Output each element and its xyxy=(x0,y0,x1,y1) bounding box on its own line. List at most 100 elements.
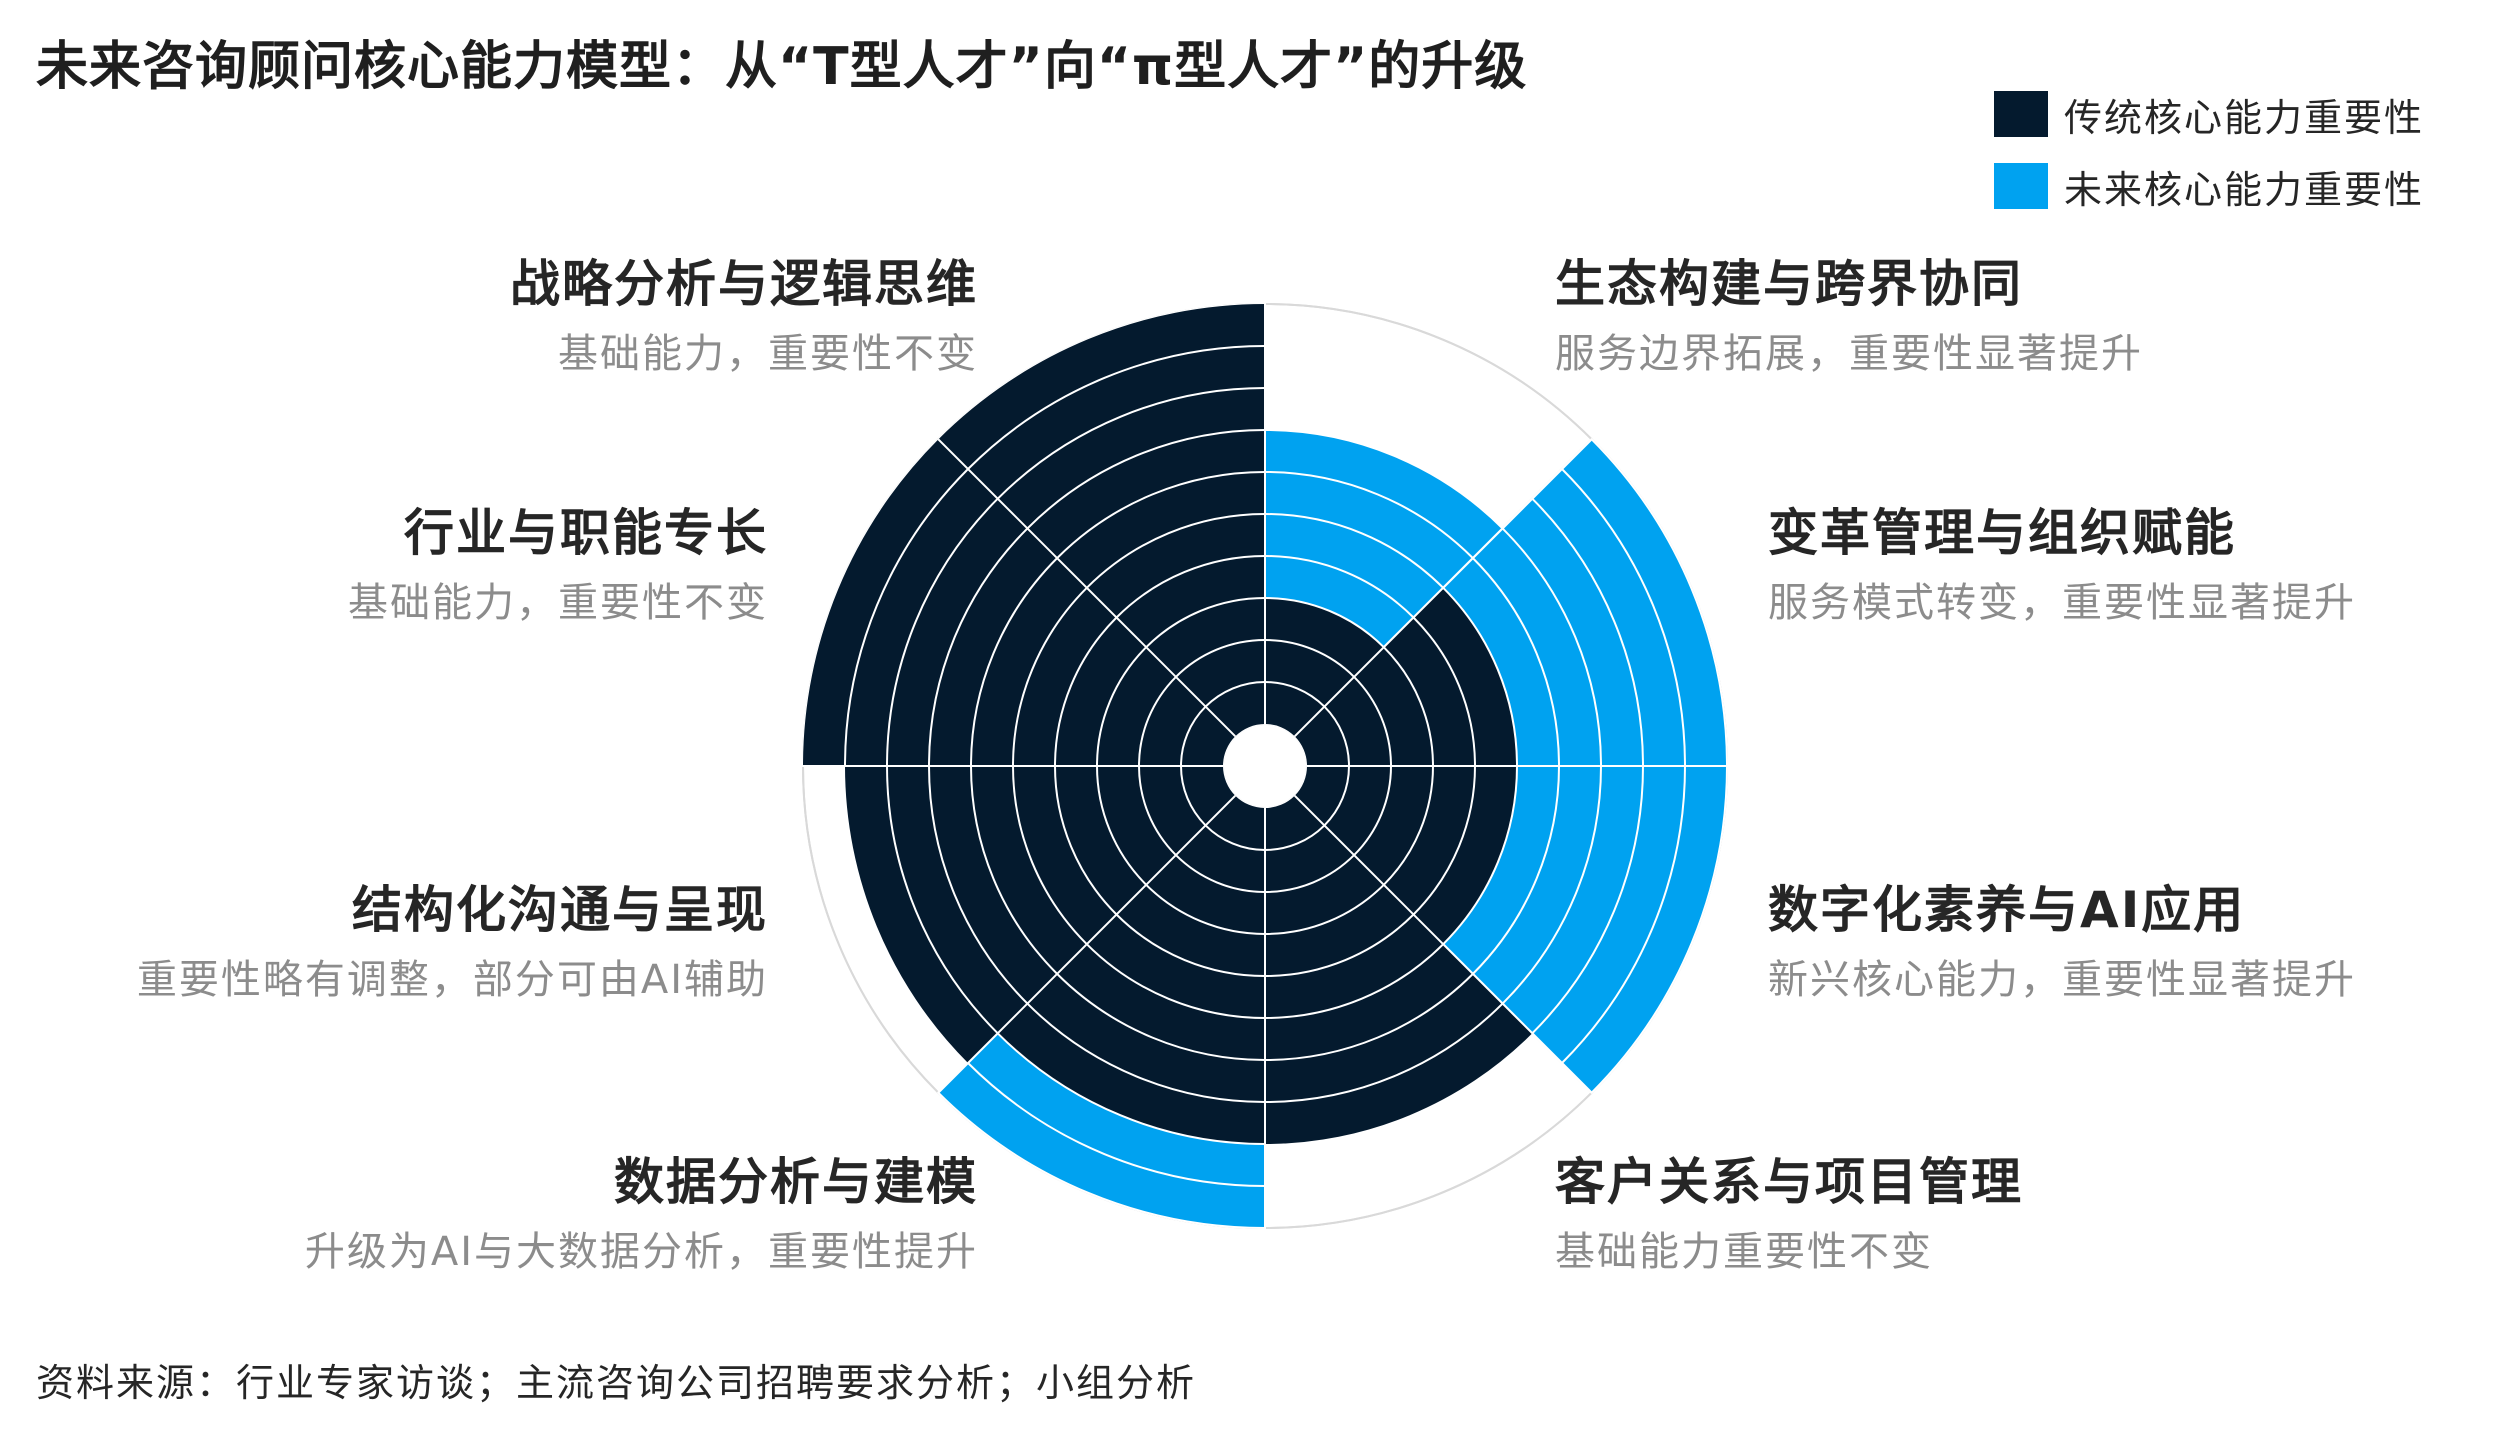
category-label-data-analysis: 数据分析与建模 升级为AI与大数据分析，重要性提升 xyxy=(305,1150,978,1282)
traditional-bar-5 xyxy=(845,766,1236,1063)
ring-line xyxy=(1012,765,1088,945)
category-desc: 基础能力，重要性不变 xyxy=(558,331,978,377)
ring-line xyxy=(1264,597,1385,648)
ring-line xyxy=(1383,646,1434,767)
legend-swatch-future xyxy=(1994,163,2048,209)
ring-line xyxy=(1115,555,1266,619)
ring-line xyxy=(1412,616,1476,767)
sector-separator xyxy=(937,794,1237,1094)
ring-line xyxy=(1056,471,1266,559)
source-note: 资料来源：行业专家访谈；主流咨询公司招聘要求分析；小组分析 xyxy=(36,1361,1197,1405)
ring-line xyxy=(886,498,999,767)
ring-line xyxy=(967,1062,1266,1187)
center-hole xyxy=(1225,726,1305,806)
ring-line xyxy=(1096,765,1147,886)
category-label-industry-expertise: 行业与职能专长 基础能力，重要性不变 xyxy=(348,501,768,633)
chart-title: 未来咨询顾问核心能力模型：从“T型人才”向“π型人才”的升级 xyxy=(36,37,1528,97)
category-label-ecosystem: 生态构建与跨界协同 服务边界拓展，重要性显著提升 xyxy=(1555,252,2143,384)
category-desc: 服务模式转变，重要性显著提升 xyxy=(1768,580,2356,626)
category-desc: 升级为AI与大数据分析，重要性提升 xyxy=(304,1229,978,1275)
category-name: 数据分析与建模 xyxy=(614,1153,978,1211)
category-name: 结构化沟通与呈现 xyxy=(352,881,768,939)
legend-item-future: 未来核心能力重要性 xyxy=(1994,158,2424,214)
ring-line xyxy=(1086,513,1266,589)
ring-line xyxy=(997,1032,1266,1145)
ring-line xyxy=(1531,498,1644,767)
legend-label-traditional: 传统核心能力重要性 xyxy=(2064,95,2425,140)
ring-line xyxy=(1264,681,1326,708)
ring-line xyxy=(1204,681,1266,708)
ring-line xyxy=(1561,468,1686,767)
ring-line xyxy=(1026,1002,1266,1103)
ring-line xyxy=(1531,765,1644,1034)
category-desc: 服务边界拓展，重要性显著提升 xyxy=(1555,331,2143,377)
ring-line xyxy=(1383,765,1434,886)
ring-line xyxy=(1472,557,1560,767)
ring-line xyxy=(844,468,969,767)
category-desc: 基础能力重要性不变 xyxy=(1555,1229,1933,1275)
ring-line xyxy=(1472,765,1560,975)
ring-line xyxy=(1180,765,1207,827)
legend-swatch-traditional xyxy=(1994,91,2048,137)
ring-line xyxy=(1561,765,1686,1064)
legend: 传统核心能力重要性 未来核心能力重要性 xyxy=(1994,86,2424,230)
ring-line xyxy=(1054,765,1118,916)
category-name: 数字化素养与AI应用 xyxy=(1768,881,2246,939)
ring-lines xyxy=(803,304,1727,1228)
ring-line xyxy=(1138,765,1177,856)
category-name: 变革管理与组织赋能 xyxy=(1768,504,2236,562)
ring-line xyxy=(928,527,1029,767)
category-desc: 新兴核心能力，重要性显著提升 xyxy=(1768,957,2356,1003)
sector-separator xyxy=(1293,438,1593,738)
ring-line xyxy=(1353,676,1392,767)
ring-line xyxy=(1353,765,1392,856)
legend-item-traditional: 传统核心能力重要性 xyxy=(1994,86,2424,142)
category-label-communication: 结构化沟通与呈现 重要性略有调整，部分可由AI辅助 xyxy=(137,878,768,1010)
category-label-client-project: 客户关系与项目管理 基础能力重要性不变 xyxy=(1555,1150,2023,1282)
ring-line xyxy=(1145,884,1266,935)
category-label-change-management: 变革管理与组织赋能 服务模式转变，重要性显著提升 xyxy=(1768,501,2356,633)
traditional-bar-7 xyxy=(938,304,1265,737)
category-label-digital-ai: 数字化素养与AI应用 新兴核心能力，重要性显著提升 xyxy=(1768,878,2356,1010)
ring-line xyxy=(1501,765,1602,1005)
category-label-strategy: 战略分析与逻辑思维 基础能力，重要性不变 xyxy=(510,252,978,384)
ring-line xyxy=(1180,705,1207,767)
ring-line xyxy=(1264,884,1385,935)
ring-line xyxy=(1264,824,1326,851)
ring-line xyxy=(1264,913,1415,977)
ring-line xyxy=(886,765,999,1034)
ring-line xyxy=(1175,639,1266,678)
ring-line xyxy=(1175,854,1266,893)
ring-line xyxy=(1264,513,1444,589)
ring-line xyxy=(1204,824,1266,851)
ring-line xyxy=(1056,973,1266,1061)
ring-line xyxy=(1264,854,1355,893)
traditional-bar-6 xyxy=(803,439,1236,766)
ring-line xyxy=(967,345,1266,470)
ring-line xyxy=(1054,616,1118,767)
ring-line xyxy=(1086,943,1266,1019)
category-name: 行业与职能专长 xyxy=(404,504,768,562)
ring-line xyxy=(1012,587,1088,767)
ring-line xyxy=(1145,597,1266,648)
ring-line xyxy=(1264,943,1444,1019)
ring-line xyxy=(1264,639,1355,678)
ring-line xyxy=(1138,676,1177,767)
ring-line xyxy=(970,557,1058,767)
traditional-bar-3 xyxy=(1265,795,1533,1144)
ring-line xyxy=(997,387,1266,500)
ring-line xyxy=(1442,587,1518,767)
ring-line xyxy=(1096,646,1147,767)
sector-separator xyxy=(1293,794,1593,1094)
ring-line xyxy=(1264,555,1415,619)
category-desc: 基础能力，重要性不变 xyxy=(348,580,768,626)
ring-line xyxy=(1115,913,1266,977)
ring-line xyxy=(1264,1002,1504,1103)
ring-line xyxy=(1026,429,1266,530)
category-name: 客户关系与项目管理 xyxy=(1555,1153,2023,1211)
ring-line xyxy=(928,765,1029,1005)
traditional-bar-4 xyxy=(997,795,1265,1144)
traditional-bar-1 xyxy=(1294,587,1517,766)
legend-label-future: 未来核心能力重要性 xyxy=(2064,167,2425,212)
